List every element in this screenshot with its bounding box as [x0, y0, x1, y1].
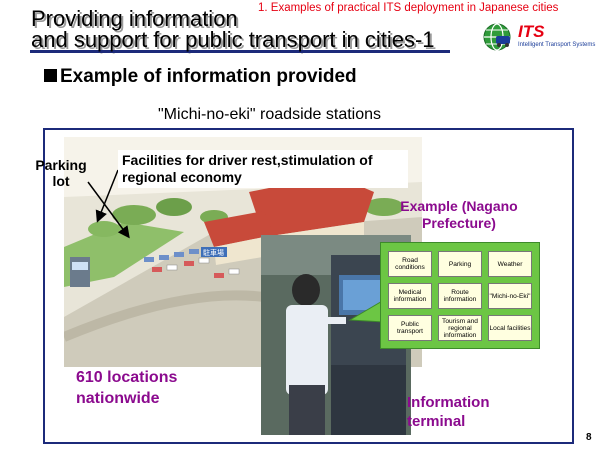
- title-front: Providing information and support for pu…: [31, 6, 435, 52]
- information-terminal-label: Information terminal: [407, 394, 490, 430]
- menu-button-road-conditions[interactable]: Road conditions: [388, 251, 432, 277]
- content-frame: [43, 128, 574, 444]
- logo-subtext: Intelligent Transport Systems: [518, 42, 596, 48]
- menu-button-parking[interactable]: Parking: [438, 251, 482, 277]
- logo-text: ITS: [518, 22, 545, 41]
- locations-label: 610 locations nationwide: [76, 369, 178, 407]
- facilities-label: Facilities for driver rest,stimulation o…: [118, 150, 408, 188]
- section-heading-text: Example of information provided: [60, 66, 357, 87]
- menu-button-public-transport[interactable]: Public transport: [388, 315, 432, 341]
- its-logo: ITS Intelligent Transport Systems: [482, 22, 596, 52]
- slide-subtitle: 1. Examples of practical ITS deployment …: [258, 2, 559, 14]
- square-bullet-icon: [44, 69, 57, 82]
- parking-lot-label: Parking lot: [35, 157, 87, 189]
- parking-arrow: [87, 181, 130, 239]
- section-heading: Example of information provided: [44, 66, 357, 88]
- title-shadow-line1: Providing information: [33, 8, 240, 33]
- menu-button-medical-information[interactable]: Medical information: [388, 283, 432, 309]
- slide-title: Providing information and support for pu…: [31, 6, 437, 54]
- menu-button-route-information[interactable]: Route information: [438, 283, 482, 309]
- facilities-arrow: [95, 169, 119, 223]
- michi-no-eki-heading: "Michi-no-eki" roadside stations: [158, 106, 382, 123]
- menu-button-tourism-regional-information[interactable]: Tourism and regional information: [438, 315, 482, 341]
- title-line1: Providing information: [31, 6, 238, 31]
- menu-button-weather[interactable]: Weather: [488, 251, 532, 277]
- terminal-menu-panel: Road conditions Parking Weather Medical …: [380, 242, 540, 349]
- photo-sign-text: 駐車場: [203, 248, 224, 257]
- title-shadow: Providing information and support for pu…: [33, 8, 437, 54]
- menu-button-michi-no-eki[interactable]: "Michi-no-Eki": [488, 283, 532, 309]
- title-underline: [30, 50, 450, 53]
- page-number: 8: [586, 432, 592, 443]
- menu-button-local-facilities[interactable]: Local facilities: [488, 315, 532, 341]
- title-shadow-line2: and support for public transport in citi…: [33, 29, 437, 54]
- globe-icon: [483, 23, 511, 51]
- title-line2: and support for public transport in citi…: [31, 27, 435, 52]
- example-label: Example (Nagano Prefecture): [400, 198, 518, 231]
